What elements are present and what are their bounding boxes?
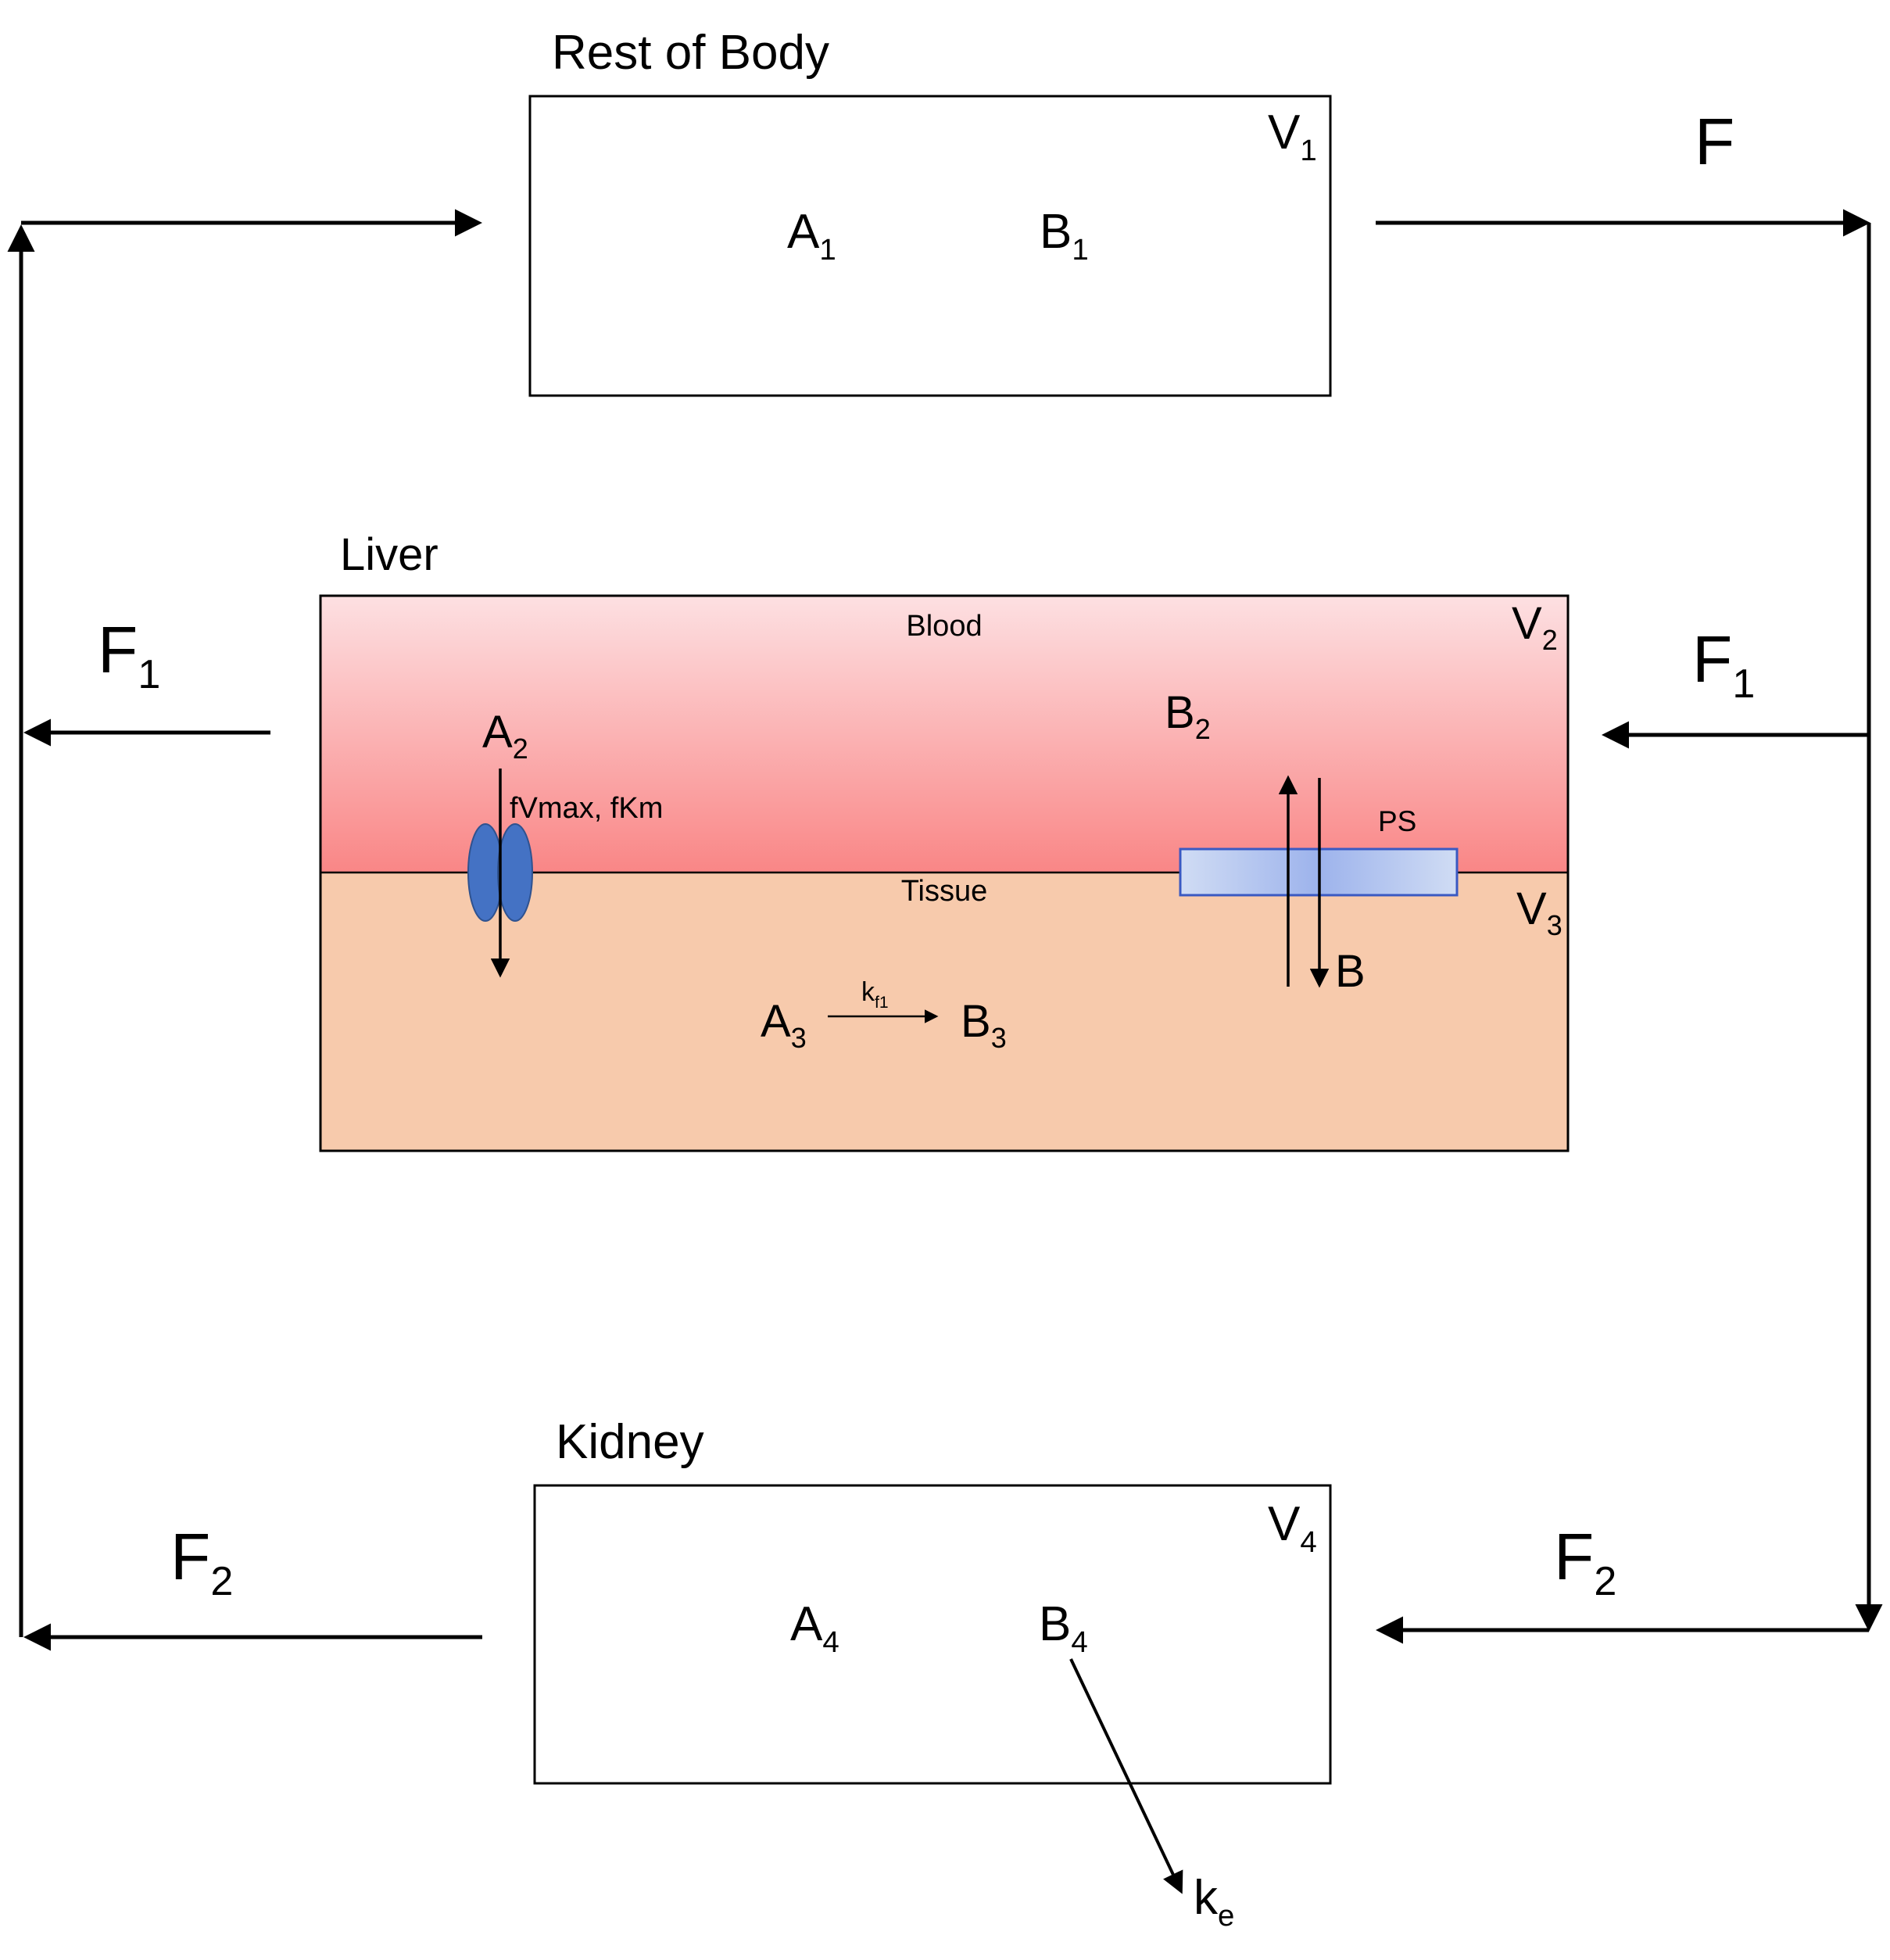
diffusion-species-label: B <box>1335 946 1366 997</box>
species-b3-label: B3 <box>961 996 1007 1054</box>
rest-of-body-box <box>528 95 1332 397</box>
kidney-volume-label: V4 <box>1268 1497 1317 1559</box>
kidney-box <box>533 1484 1332 1785</box>
liver-box <box>319 594 1570 1152</box>
liver-inflow-label: F1 <box>1692 622 1755 707</box>
species-a4-label: A4 <box>790 1597 839 1659</box>
elimination-rate-label: ke <box>1194 1871 1234 1933</box>
liver-blood-region <box>320 596 1568 873</box>
liver-outflow-label: F1 <box>98 613 160 697</box>
blood-region-label: Blood <box>906 610 982 643</box>
reaction-rate-label: kf1 <box>861 977 889 1012</box>
transporter-kinetics-label: fVmax, fKm <box>510 792 663 825</box>
liver-compartment: Liver Blood Tissue V2 V3 A2 B2 fVmax, fK… <box>319 529 1570 1152</box>
transporter-protein-right <box>497 823 533 922</box>
kidney-compartment: Kidney V4 A4 B4 ke <box>533 1415 1332 1933</box>
rest-of-body-title: Rest of Body <box>552 26 829 80</box>
liver-title: Liver <box>340 529 438 580</box>
renal-elimination-arrow <box>1069 1658 1183 1894</box>
circulation-flows: F F1 F1 F2 F2 <box>7 105 1883 1651</box>
liver-blood-volume-label: V2 <box>1512 598 1558 656</box>
kidney-inflow-label: F2 <box>1554 1520 1616 1604</box>
species-b1-label: B1 <box>1040 205 1089 267</box>
liver-tissue-region <box>320 873 1568 1151</box>
species-b4-label: B4 <box>1039 1597 1088 1659</box>
kidney-outflow-label: F2 <box>170 1520 233 1604</box>
species-a3-label: A3 <box>761 996 807 1054</box>
liver-tissue-volume-label: V3 <box>1516 883 1562 941</box>
species-b2-label: B2 <box>1165 687 1211 745</box>
kidney-title: Kidney <box>556 1415 704 1469</box>
rest-of-body-compartment: Rest of Body V1 A1 B1 <box>528 26 1332 397</box>
tissue-region-label: Tissue <box>901 875 988 908</box>
species-a2-label: A2 <box>482 707 528 765</box>
total-flow-label: F <box>1695 105 1734 178</box>
species-a1-label: A1 <box>787 205 836 267</box>
rest-of-body-volume-label: V1 <box>1268 106 1317 167</box>
permeability-label: PS <box>1378 805 1416 837</box>
